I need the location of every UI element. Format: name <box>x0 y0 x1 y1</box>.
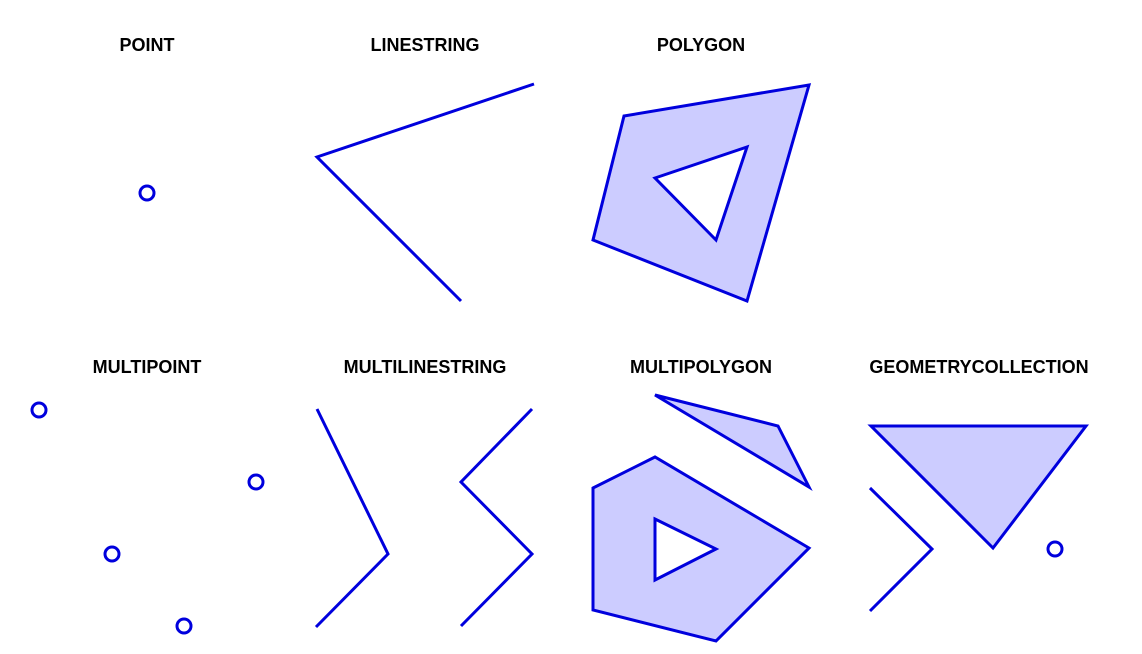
title-multilinestring: MULTILINESTRING <box>344 357 507 377</box>
multilinestring-line <box>458 407 535 628</box>
title-multipolygon: MULTIPOLYGON <box>630 357 772 377</box>
collection-triangle <box>867 424 1090 551</box>
multilinestring-geometry <box>314 407 535 629</box>
multipolygon-triangle <box>654 393 813 491</box>
title-multipoint: MULTIPOINT <box>93 357 202 377</box>
multipoint-marker <box>247 473 265 491</box>
point-marker <box>138 184 156 202</box>
polygon-shape <box>591 83 812 304</box>
geometrycollection-geometry <box>867 424 1090 613</box>
collection-point <box>1046 540 1064 558</box>
title-polygon: POLYGON <box>657 35 745 55</box>
multipolygon-holed-shape <box>591 455 812 643</box>
multilinestring-line <box>314 408 390 629</box>
linestring-line <box>314 82 535 303</box>
polygon-geometry <box>591 83 812 304</box>
title-point: POINT <box>119 35 174 55</box>
title-geometrycollection: GEOMETRYCOLLECTION <box>869 357 1088 377</box>
multipolygon-geometry <box>591 393 813 643</box>
collection-line <box>868 486 935 613</box>
multipoint-marker <box>103 545 121 563</box>
title-linestring: LINESTRING <box>370 35 479 55</box>
linestring-geometry <box>314 82 535 303</box>
multipoint-marker <box>175 617 193 635</box>
multipoint-marker <box>30 401 48 419</box>
multipoint-geometry <box>30 401 265 635</box>
point-geometry <box>138 184 156 202</box>
